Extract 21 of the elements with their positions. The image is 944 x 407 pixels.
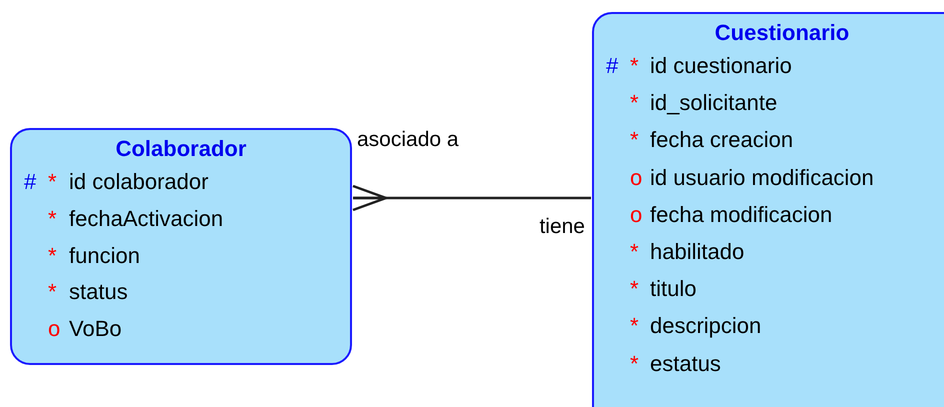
attribute-text: o id usuario modificacion <box>629 164 874 192</box>
relationship-line <box>352 184 591 212</box>
attribute-text: * fechaActivacion <box>47 206 224 233</box>
attribute-text: * descripcion <box>629 313 762 340</box>
attribute-text: * status <box>47 279 128 306</box>
attribute-text: * estatus <box>629 350 721 378</box>
entity-box <box>10 128 352 365</box>
attribute-text: * habilitado <box>629 239 744 266</box>
attribute-text: # * id cuestionario <box>606 53 792 80</box>
attribute-text: * funcion <box>47 242 140 270</box>
entity-box <box>592 12 944 407</box>
relationship-label: tiene <box>539 215 585 239</box>
attribute-text: * titulo <box>629 276 696 304</box>
entity-title: Cuestionario <box>714 20 850 46</box>
attribute-text: * id_solicitante <box>629 90 778 118</box>
entity-title: Colaborador <box>114 136 248 162</box>
attribute-text: o fecha modificacion <box>629 202 832 229</box>
attribute-text: * fecha creacion <box>629 127 794 154</box>
attribute-text: o VoBo <box>47 316 122 344</box>
attribute-text: # * id colaborador <box>24 169 208 196</box>
relationship-label: asociado a <box>357 128 459 152</box>
